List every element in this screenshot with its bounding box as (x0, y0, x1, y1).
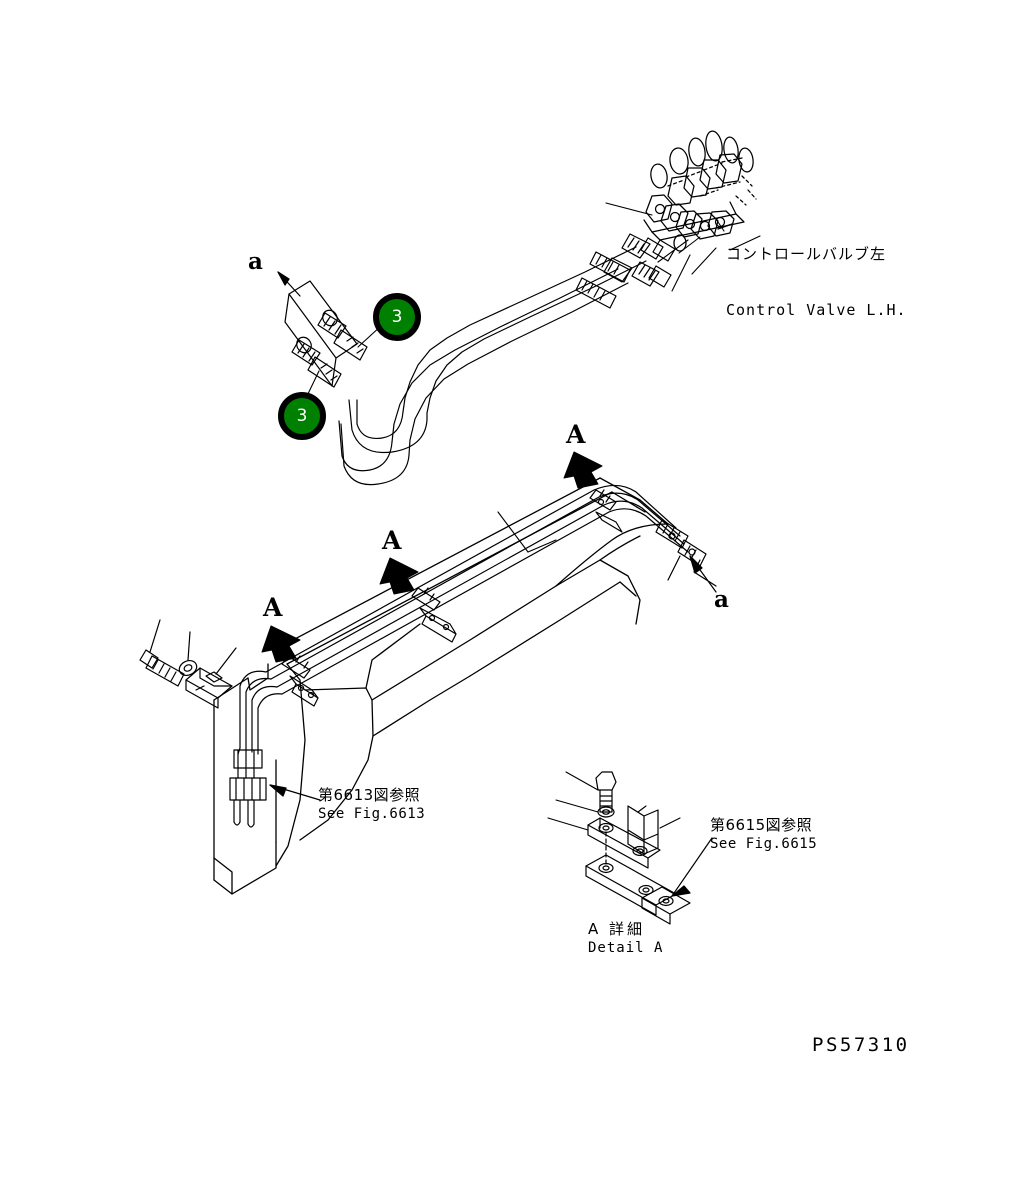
right-end-fittings (655, 519, 717, 587)
item-badge-3-upper-number: 3 (391, 307, 403, 327)
section-arrow-heads (261, 451, 603, 663)
section-letter-a-right: A (566, 420, 586, 449)
hose-end-fittings (575, 233, 676, 309)
lower-left-hose-drop (229, 739, 267, 828)
see-fig-6613-en: See Fig.6613 (318, 806, 426, 822)
control-valve-assembly (643, 130, 757, 241)
detail-arrow-a-top (277, 271, 301, 297)
section-letter-a-left: A (263, 593, 283, 622)
left-loose-parts (139, 619, 237, 709)
detail-letter-a-right: a (714, 586, 729, 613)
see-fig-6615-jp: 第6615図参照 (710, 816, 813, 834)
seal-ring (673, 234, 687, 252)
detail-a-caption-en: Detail A (588, 940, 664, 956)
control-valve-label-jp: コントロールバルブ左 (726, 244, 887, 263)
section-arrow-a-mid (379, 557, 419, 595)
valve-leader-lines (605, 202, 761, 292)
detail-a-caption-jp: A 詳細 (588, 920, 646, 938)
section-arrow-a-right (563, 451, 603, 489)
see-fig-6615-label: 第6615図参照 See Fig.6615 (710, 814, 817, 852)
see-fig-6615-en: See Fig.6615 (710, 836, 818, 852)
see-fig-6613-jp: 第6613図参照 (318, 786, 421, 804)
item-badge-3-lower-number: 3 (296, 406, 308, 426)
upper-left-elbow-block (284, 280, 368, 388)
detail-a-assembly (547, 771, 691, 925)
section-arrow-a-left (261, 625, 301, 663)
see-fig-6613-label: 第6613図参照 See Fig.6613 (318, 784, 425, 822)
leader-fig-6613 (269, 784, 321, 801)
clamp-boom-mid (411, 587, 457, 643)
item-badge-3-upper[interactable]: 3 (373, 293, 421, 341)
sheet-code: PS57310 (812, 1034, 910, 1056)
detail-arrow-a-right (689, 555, 717, 593)
item-badge-3-lower[interactable]: 3 (278, 392, 326, 440)
boom-tube-lines (239, 484, 689, 747)
tube-indicator-line (497, 511, 529, 553)
leader-fig-6615 (671, 837, 713, 897)
section-letter-a-mid: A (382, 526, 402, 555)
detail-a-caption: A 詳細 Detail A (588, 918, 663, 956)
control-valve-label-en: Control Valve L.H. (726, 301, 907, 320)
detail-letter-a-top: a (248, 248, 263, 275)
clamp-boom-right (589, 489, 623, 533)
upper-hose-assembly (338, 246, 647, 486)
control-valve-label: コントロールバルブ左 Control Valve L.H. (726, 208, 907, 358)
